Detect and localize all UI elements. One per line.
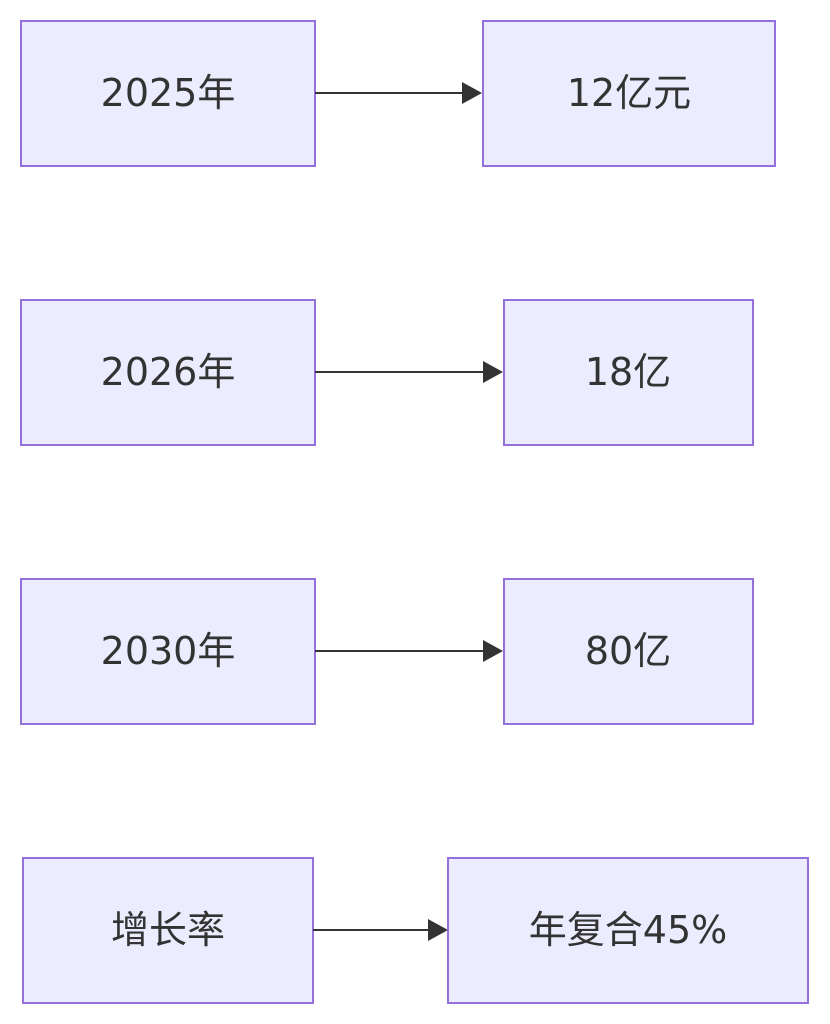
node-year-2026-label: 2026年 — [101, 350, 236, 394]
node-cagr-box — [447, 857, 809, 1004]
node-value-2025-box — [482, 20, 776, 167]
node-value-2030-box — [503, 578, 754, 725]
edge-2030-arrowhead-icon — [483, 640, 503, 662]
node-value-2030: 80亿 — [503, 578, 754, 725]
edge-2026-arrowhead-icon — [483, 361, 503, 383]
node-year-2026-box — [20, 299, 316, 446]
node-value-2026-box — [503, 299, 754, 446]
node-value-2026-label: 18亿 — [585, 350, 671, 394]
node-value-2030-label: 80亿 — [585, 629, 671, 673]
node-value-2025: 12亿元 — [482, 20, 776, 167]
node-year-2026: 2026年 — [20, 299, 316, 446]
edge-2025 — [315, 82, 482, 104]
node-cagr-label: 年复合45% — [529, 908, 727, 952]
node-year-2025-box — [20, 20, 316, 167]
edge-growth-rate-arrowhead-icon — [428, 919, 448, 941]
row-2030: 2030年 80亿 — [20, 578, 754, 725]
node-value-2025-label: 12亿元 — [567, 71, 691, 115]
row-2026: 2026年 18亿 — [20, 299, 754, 446]
node-year-2030: 2030年 — [20, 578, 316, 725]
row-growth-rate: 增长率 年复合45% — [22, 857, 809, 1004]
node-year-2030-label: 2030年 — [101, 629, 236, 673]
edge-2026 — [315, 361, 503, 383]
edge-2025-arrowhead-icon — [462, 82, 482, 104]
node-year-2025-label: 2025年 — [101, 71, 236, 115]
row-2025: 2025年 12亿元 — [20, 20, 776, 167]
node-growth-rate-label: 增长率 — [111, 908, 225, 952]
node-growth-rate-box — [22, 857, 314, 1004]
node-year-2025: 2025年 — [20, 20, 316, 167]
node-growth-rate: 增长率 — [22, 857, 314, 1004]
edge-growth-rate — [313, 919, 448, 941]
node-value-2026: 18亿 — [503, 299, 754, 446]
node-cagr: 年复合45% — [447, 857, 809, 1004]
edge-2030 — [315, 640, 503, 662]
